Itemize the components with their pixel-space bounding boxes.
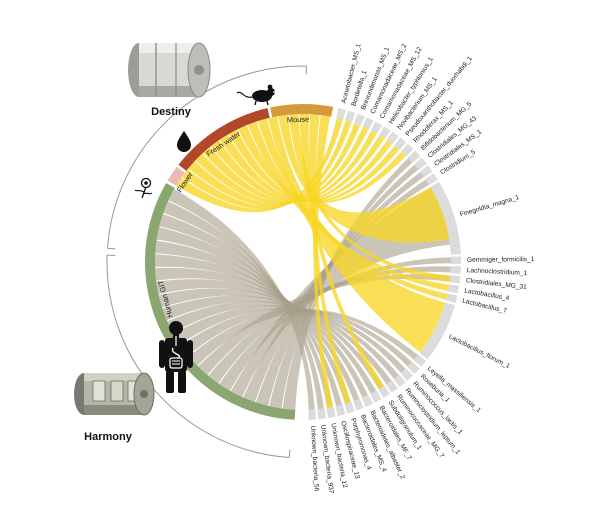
taxon-label: Lactobacillus_florum_1 <box>448 333 512 370</box>
taxon-label: Gemmiger_formicilis_1 <box>467 256 535 264</box>
taxon-arc <box>336 405 346 416</box>
taxon-label: Lachnoclostridium_1 <box>467 267 528 277</box>
chord-links <box>155 114 451 410</box>
harmony-module-image <box>74 373 154 415</box>
destiny-module-image <box>128 43 210 97</box>
module-label-harmony: Harmony <box>84 431 133 443</box>
source-label-mouse: Mouse <box>287 115 309 125</box>
taxon-arc <box>446 293 457 303</box>
taxon-arc <box>450 275 461 283</box>
module-label-destiny: Destiny <box>151 106 192 118</box>
taxon-arc <box>345 111 355 123</box>
taxon-arc <box>327 407 336 418</box>
taxon-arc <box>317 408 326 419</box>
flower-icon <box>135 179 152 199</box>
taxon-arc <box>308 409 316 419</box>
water-drop-icon <box>177 131 191 152</box>
taxon-label: Unknown_bacteria_56 <box>309 426 320 492</box>
taxon-arc <box>451 256 461 264</box>
taxon-arc <box>345 402 355 414</box>
taxon-label: Finegoldia_magna_1 <box>459 194 520 219</box>
taxon-arc <box>451 266 461 274</box>
mouse-icon <box>237 85 275 105</box>
taxon-arc <box>336 108 346 120</box>
taxon-arc <box>448 284 459 293</box>
